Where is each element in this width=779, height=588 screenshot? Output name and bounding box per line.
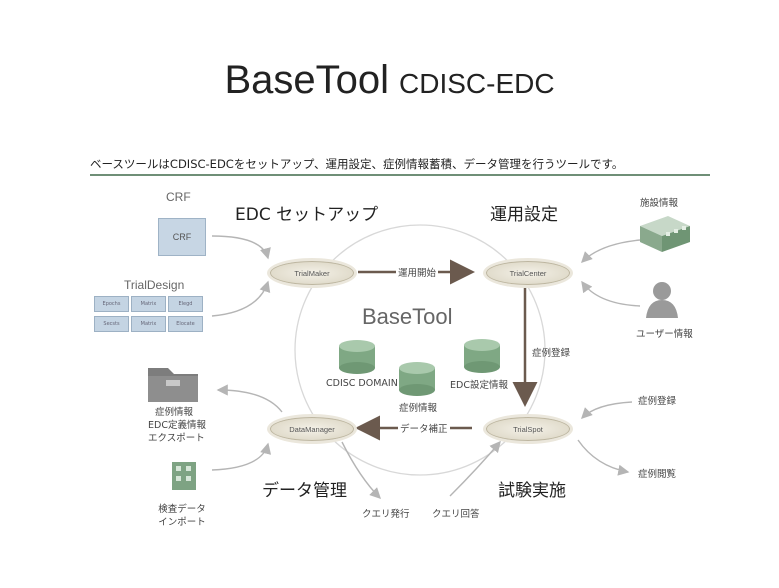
user-icon <box>646 282 678 318</box>
query-issue-label: クエリ発行 <box>362 509 410 520</box>
arrow-user-in <box>581 280 641 307</box>
arrow-export-out <box>216 384 283 413</box>
export-line-1: 症例情報 <box>154 407 193 418</box>
facility-label: 施設情報 <box>640 198 679 209</box>
arrow-crf-in <box>211 235 271 260</box>
case-info-db-icon <box>399 362 435 396</box>
section-data-management: データ管理 <box>262 481 347 501</box>
arrow-case-view-out <box>577 439 630 476</box>
import-building-icon <box>172 462 196 490</box>
arrow-import-in <box>211 442 272 471</box>
import-line-1: 検査データ <box>158 504 206 515</box>
section-operation: 運用設定 <box>490 205 558 225</box>
export-line-3: エクスポート <box>148 433 205 444</box>
arrow-trialdesign-in <box>211 280 271 317</box>
crf-label: CRF <box>166 190 191 204</box>
trial-design-cell: Elegd <box>168 296 203 312</box>
user-label: ユーザー情報 <box>636 329 693 340</box>
cycle-circle <box>294 224 546 476</box>
arrow-facility-in <box>581 239 641 263</box>
import-label: 検査データ インポート <box>156 503 208 529</box>
arrow-query-issue <box>341 441 381 499</box>
trial-design-cell: Elocate <box>168 316 203 332</box>
facility-building-icon <box>640 216 690 252</box>
query-answer-label: クエリ回答 <box>432 509 480 520</box>
trial-design-label: TrialDesign <box>124 278 185 292</box>
node-trial-center: TrialCenter <box>486 261 570 285</box>
trial-design-cell: Epochs <box>94 296 129 312</box>
page-title: BaseTool CDISC-EDC <box>0 58 779 103</box>
folder-icon <box>148 368 198 402</box>
cdisc-domain-db-icon <box>339 340 375 374</box>
db-label-case-info: 症例情報 <box>399 403 438 414</box>
title-main: BaseTool <box>224 58 389 102</box>
trial-design-cell: Matrix <box>131 296 166 312</box>
crf-box: CRF <box>158 218 206 256</box>
section-trial-conduct: 試験実施 <box>498 481 566 501</box>
case-view-label: 症例閲覧 <box>638 469 677 480</box>
node-data-manager: DataManager <box>270 417 354 441</box>
arrow-query-answer <box>449 440 501 497</box>
basetool-center-label: BaseTool <box>362 304 453 329</box>
flow-label-case-registration: 症例登録 <box>532 348 571 359</box>
flow-label-data-correction: データ補正 <box>398 421 450 435</box>
section-edc-setup: EDC セットアップ <box>235 205 379 225</box>
trial-design-cell: Matrix <box>131 316 166 332</box>
edc-settings-db-icon <box>464 339 500 373</box>
db-label-cdisc-domain: CDISC DOMAIN <box>326 378 398 389</box>
flow-label-start-operation: 運用開始 <box>396 265 439 279</box>
case-reg-label: 症例登録 <box>638 396 677 407</box>
db-label-edc-settings: EDC設定情報 <box>450 380 508 391</box>
export-line-2: EDC定義情報 <box>148 420 206 431</box>
page-subtitle: ベースツールはCDISC-EDCをセットアップ、運用設定、症例情報蓄積、データ管… <box>90 157 624 171</box>
title-divider <box>90 174 710 176</box>
arrow-case-reg-in <box>581 401 633 419</box>
title-sub: CDISC-EDC <box>399 68 555 99</box>
export-label: 症例情報 EDC定義情報 エクスポート <box>148 406 206 445</box>
import-line-2: インポート <box>158 517 206 528</box>
node-trial-maker: TrialMaker <box>270 261 354 285</box>
trial-design-grid: Epochs Matrix Elegd Secsts Matrix Elocat… <box>94 296 205 332</box>
node-trial-spot: TrialSpot <box>486 417 570 441</box>
trial-design-cell: Secsts <box>94 316 129 332</box>
